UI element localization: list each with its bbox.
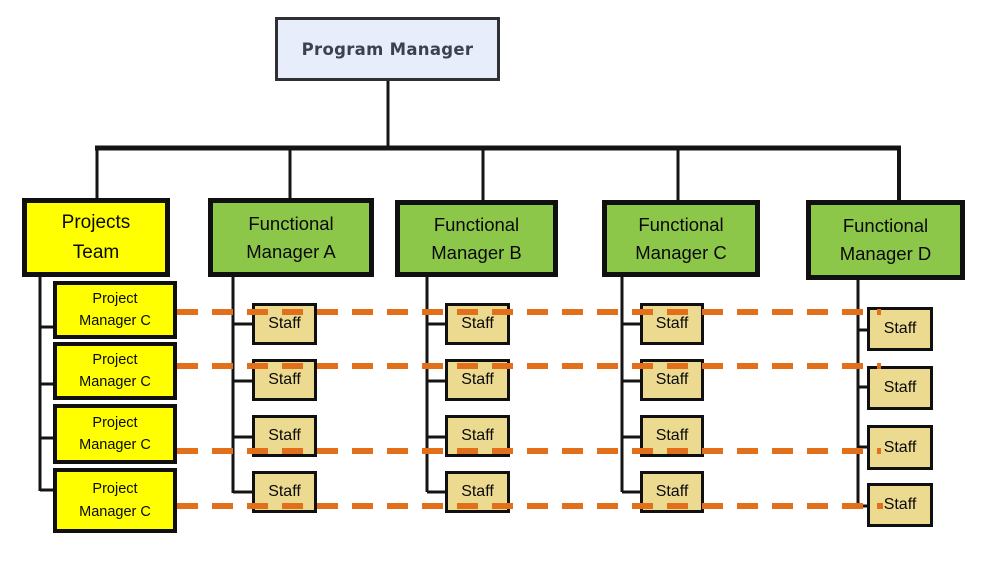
- program-manager-box: Program Manager: [275, 17, 500, 81]
- project-manager-box-1: Project Manager C: [53, 281, 177, 339]
- staff-label: Staff: [461, 427, 494, 444]
- staff-label: Staff: [883, 496, 917, 513]
- functional-manager-a-box: Functional Manager A: [208, 198, 374, 277]
- staff-label: Staff: [655, 427, 689, 444]
- project-manager-box-4: Project Manager C: [53, 468, 177, 533]
- staff-box-d-3: Staff: [867, 425, 933, 470]
- staff-box-d-2: Staff: [867, 366, 933, 410]
- staff-box-d-1: Staff: [867, 307, 933, 351]
- staff-label: Staff: [268, 371, 301, 388]
- project-manager-label: Project Manager C: [79, 481, 151, 520]
- functional-manager-c-box: Functional Manager C: [602, 200, 760, 277]
- functional-manager-c-label: Functional Manager C: [635, 213, 727, 263]
- project-manager-box-2: Project Manager C: [53, 342, 177, 400]
- staff-label: Staff: [883, 320, 917, 337]
- staff-label: Staff: [461, 483, 494, 500]
- staff-label: Staff: [268, 315, 301, 332]
- staff-label: Staff: [461, 371, 494, 388]
- functional-manager-b-label: Functional Manager B: [431, 213, 522, 263]
- staff-label: Staff: [268, 427, 301, 444]
- projects-team-box: Projects Team: [22, 198, 170, 277]
- project-manager-label: Project Manager C: [79, 414, 151, 453]
- projects-team-label: Projects Team: [61, 212, 131, 263]
- staff-label: Staff: [883, 438, 917, 456]
- project-manager-box-3: Project Manager C: [53, 404, 177, 464]
- project-manager-label: Project Manager C: [79, 351, 151, 390]
- staff-label: Staff: [655, 483, 689, 500]
- functional-manager-d-box: Functional Manager D: [806, 200, 965, 280]
- functional-manager-d-label: Functional Manager D: [839, 215, 932, 264]
- functional-manager-a-label: Functional Manager A: [246, 212, 336, 262]
- project-manager-label: Project Manager C: [79, 290, 151, 329]
- staff-label: Staff: [883, 379, 917, 396]
- program-manager-label: Program Manager: [301, 39, 474, 59]
- staff-label: Staff: [655, 371, 689, 388]
- staff-label: Staff: [268, 483, 301, 500]
- functional-manager-b-box: Functional Manager B: [395, 200, 558, 277]
- staff-label: Staff: [461, 315, 494, 332]
- staff-label: Staff: [655, 315, 689, 332]
